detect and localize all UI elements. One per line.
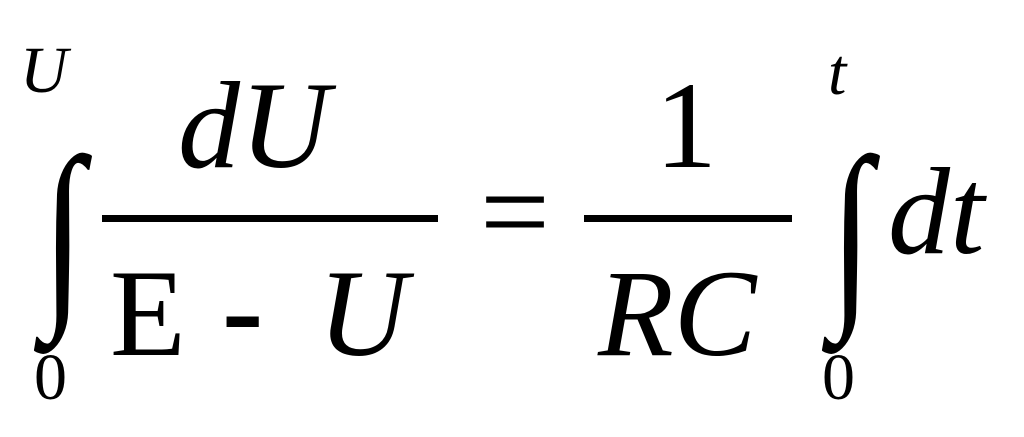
- right-integrand: dt: [888, 143, 985, 280]
- right-integral-sign: ∫: [830, 117, 873, 344]
- right-fraction-numerator: 1: [655, 57, 717, 194]
- left-fraction-numerator: dU: [178, 57, 330, 194]
- equals-sign: =: [480, 143, 550, 280]
- left-denominator-constant: E: [110, 245, 186, 382]
- right-fraction-bar: [584, 215, 792, 222]
- right-integral-lower-limit: 0: [822, 341, 855, 414]
- right-integral-upper-limit: t: [828, 36, 847, 109]
- left-integral-sign: ∫: [42, 117, 85, 344]
- right-fraction-denominator: RC: [598, 245, 757, 382]
- left-fraction-bar: [102, 215, 438, 222]
- left-integral-lower-limit: 0: [34, 341, 67, 414]
- left-denominator-variable: U: [318, 245, 408, 382]
- left-denominator-operator: -: [222, 241, 264, 378]
- left-integral-upper-limit: U: [20, 34, 68, 107]
